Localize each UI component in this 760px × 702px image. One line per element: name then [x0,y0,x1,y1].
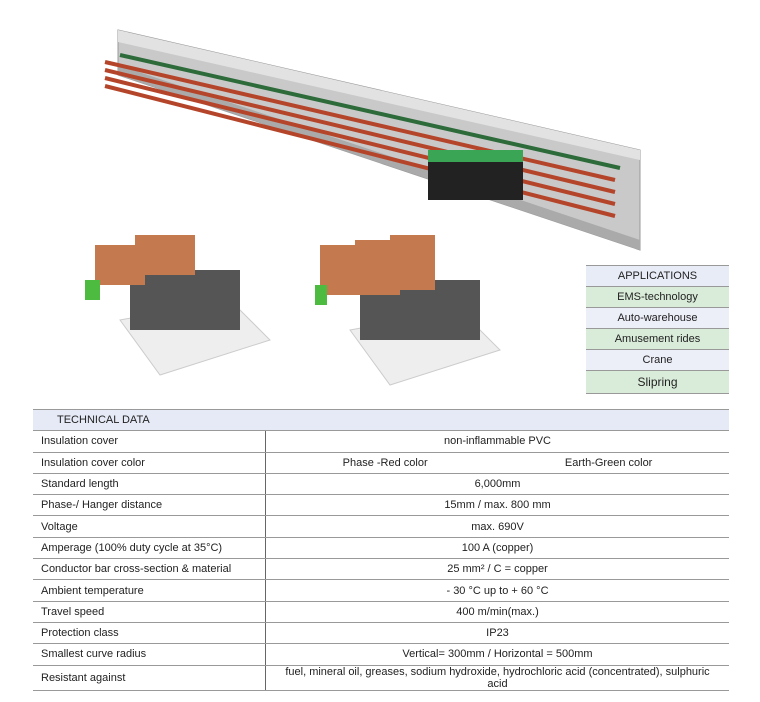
row-value: 15mm / max. 800 mm [265,494,729,517]
application-item: Slipring [586,371,729,394]
row-label: Amperage (100% duty cycle at 35°C) [33,537,266,560]
row-value: 25 mm² / C = copper [265,558,729,581]
technical-data-header: TECHNICAL DATA [33,408,729,432]
row-value: non-inflammable PVC [265,430,729,453]
row-label: Standard length [33,473,266,496]
row-label: Travel speed [33,601,266,623]
application-item: EMS-technology [586,287,729,308]
table-row: Ambient temperature- 30 °C up to + 60 °C [33,579,729,602]
row-value: fuel, mineral oil, greases, sodium hydro… [265,665,729,691]
row-value: IP23 [265,622,729,645]
row-value: max. 690V [265,515,729,538]
current-collector-image-2 [315,235,501,386]
row-label: Phase-/ Hanger distance [33,494,266,517]
row-value: 400 m/min(max.) [265,601,729,623]
row-label: Insulation cover [33,430,266,453]
row-label: Smallest curve radius [33,643,266,666]
row-value: 6,000mm [265,473,729,496]
application-item: Auto-warehouse [586,308,729,329]
row-label: Conductor bar cross-section & material [33,558,266,581]
current-collector-image-1 [85,235,271,376]
row-value: - 30 °C up to + 60 °C [265,579,729,602]
row-value: Phase -Red color Earth-Green color [265,452,729,474]
application-item: Amusement rides [586,329,729,350]
row-value: Vertical= 300mm / Horizontal = 500mm [265,643,729,666]
applications-header: APPLICATIONS [586,265,729,287]
row-value: 100 A (copper) [265,537,729,560]
row-label: Resistant against [33,665,266,691]
table-row: Amperage (100% duty cycle at 35°C)100 A … [33,537,729,560]
table-row: Insulation cover color Phase -Red color Ea… [33,452,729,474]
product-illustration [85,29,641,386]
earth-color: Earth-Green color [564,456,653,469]
conductor-rail-image [104,29,641,251]
applications-table: APPLICATIONS EMS-technology Auto-warehou… [586,265,729,394]
application-item: Crane [586,350,729,371]
row-label: Voltage [33,515,266,538]
row-label: Ambient temperature [33,579,266,602]
row-label: Insulation cover color [33,452,266,474]
row-label: Protection class [33,622,266,645]
phase-color: Phase -Red color [342,456,428,469]
